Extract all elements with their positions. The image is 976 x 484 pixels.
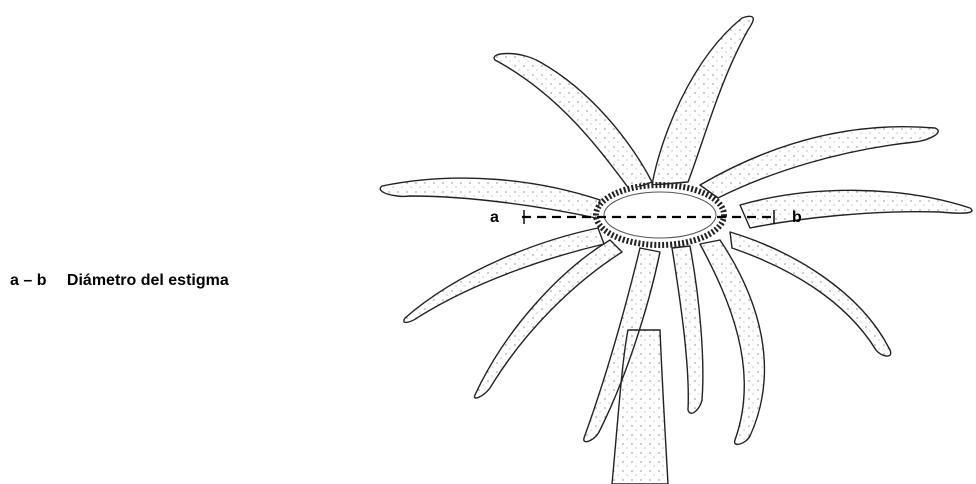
stigma xyxy=(596,185,724,245)
point-b-label: b xyxy=(792,209,802,226)
petal-upper-right xyxy=(700,127,938,198)
petal-top xyxy=(652,16,753,185)
petal-lower-center-right xyxy=(672,246,703,413)
petal-right xyxy=(740,190,972,228)
petal-lower-right xyxy=(700,240,764,444)
petal-top-left xyxy=(494,54,652,191)
point-a-label: a xyxy=(490,209,499,226)
